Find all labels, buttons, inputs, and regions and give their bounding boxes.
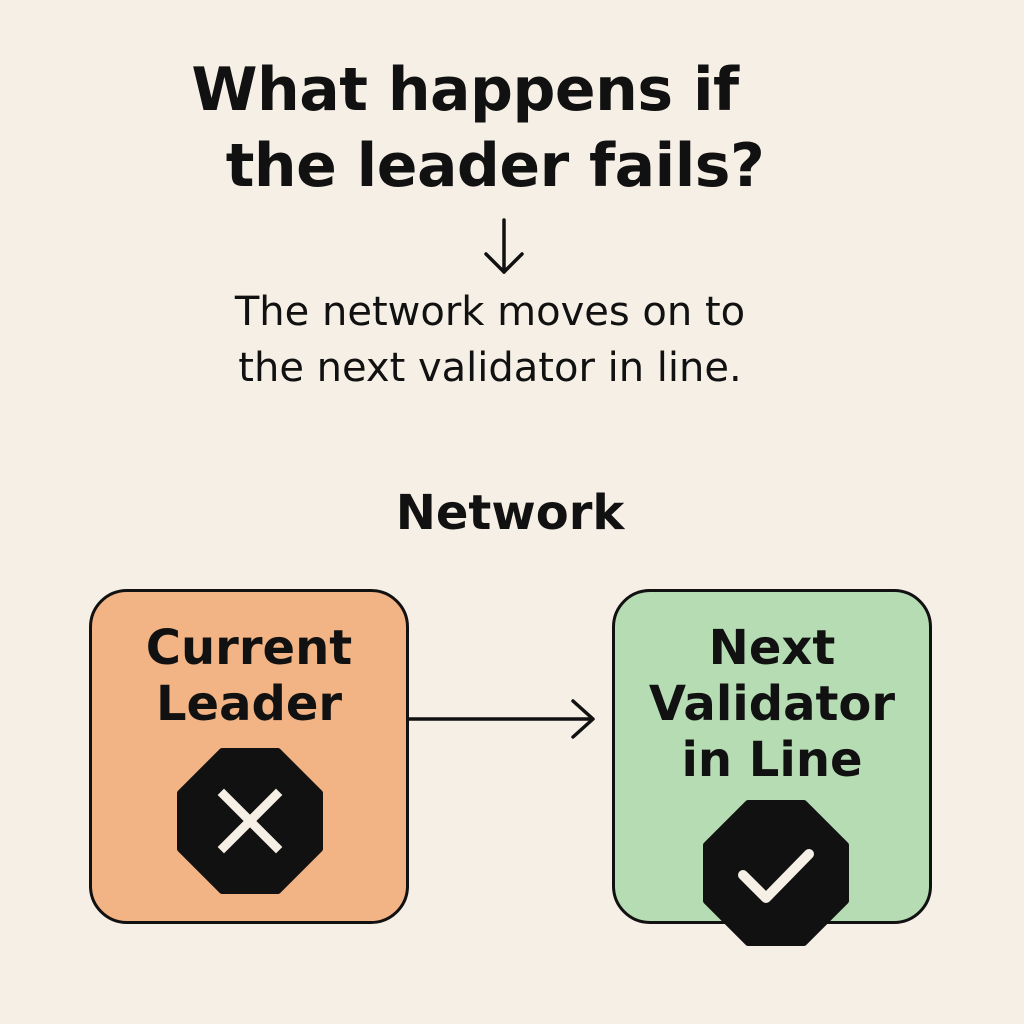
current-leader-label-line-1: Current xyxy=(145,620,353,676)
current-leader-label-line-2: Leader xyxy=(155,676,343,732)
network-label: Network xyxy=(395,485,625,541)
explanation-line-2: the next validator in line. xyxy=(238,345,742,391)
current-leader-node: Current Leader xyxy=(89,589,409,924)
explanation-line-1: The network moves on to xyxy=(234,289,746,335)
next-validator-label-line-1: Next xyxy=(708,620,836,676)
next-validator-label-line-3: in Line xyxy=(681,732,863,788)
explanation-text: The network moves on to the next validat… xyxy=(0,284,980,396)
x-octagon-icon xyxy=(177,748,323,894)
next-validator-label-line-2: Validator xyxy=(648,676,896,732)
page-title: What happens if the leader fails? xyxy=(0,52,980,204)
check-octagon-icon xyxy=(703,800,849,946)
next-validator-label: Next Validator in Line xyxy=(615,620,929,788)
right-arrow-icon xyxy=(407,699,595,739)
next-validator-node: Next Validator in Line xyxy=(612,589,932,946)
title-line-1: What happens if xyxy=(191,55,739,125)
down-arrow-icon xyxy=(484,218,524,274)
current-leader-label: Current Leader xyxy=(92,620,406,732)
title-line-2: the leader fails? xyxy=(225,131,765,201)
